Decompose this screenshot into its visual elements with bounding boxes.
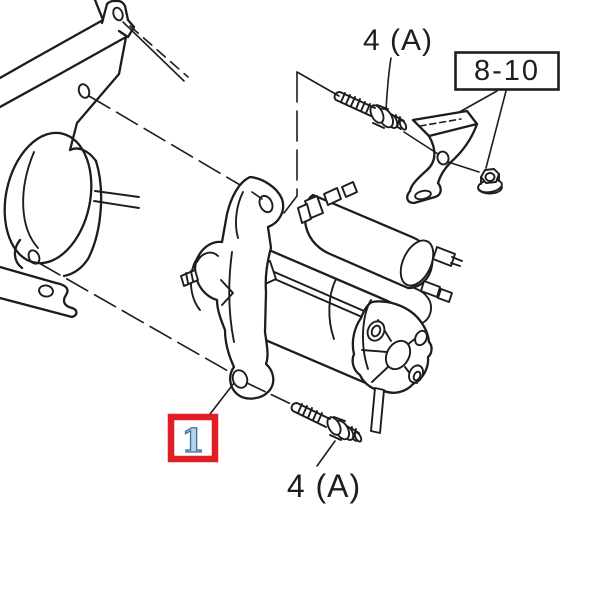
- callout-selected-part[interactable]: 1: [167, 413, 219, 463]
- bracket-foot-hole: [414, 189, 432, 201]
- leader-line-tips: [206, 191, 298, 419]
- leader-range-to-nut: [485, 90, 507, 169]
- solenoid-plunger: [297, 203, 312, 224]
- top-bolt-label: 4 (A): [363, 24, 433, 57]
- stud-bolt-top: [333, 91, 408, 131]
- centerline-bottom: [38, 262, 229, 372]
- housing-tab: [100, 0, 136, 39]
- callout-top-bolt: 4 (A): [363, 24, 433, 57]
- bolt-threads: [297, 403, 323, 423]
- bolt-flange: [326, 416, 342, 436]
- centerline-top: [88, 95, 253, 193]
- leader-lines: [38, 21, 507, 467]
- leader-bottom-bolt-label: [316, 440, 336, 467]
- bolt-threads: [340, 92, 371, 114]
- nut-hole: [484, 172, 496, 182]
- stud-bolt-bottom: [290, 402, 363, 443]
- bracket-top-face: [411, 109, 479, 138]
- housing-foot-hole: [38, 284, 54, 298]
- torque-range-box: [454, 51, 560, 91]
- bottom-bolt-label: 4 (A): [287, 468, 361, 504]
- bracket: [406, 109, 479, 205]
- flange-hole-bottom: [231, 369, 249, 389]
- flange-stud: [180, 269, 199, 287]
- end-cap-boss: [384, 339, 412, 371]
- selected-part-number[interactable]: 1: [181, 420, 205, 460]
- solenoid-terminal: [432, 246, 456, 267]
- torque-range-label: 8-10: [474, 55, 540, 87]
- flywheel-housing: [0, 0, 140, 319]
- leader-selected-part: [206, 382, 235, 419]
- drain-tube: [370, 387, 385, 434]
- callout-torque-range: 8-10: [454, 51, 560, 91]
- flange-outline: [193, 175, 285, 400]
- starter-motor-body: [228, 243, 433, 434]
- flange-hole-top: [258, 194, 274, 214]
- leader-top-bolt-label: [385, 57, 392, 111]
- bolt-flange: [369, 104, 385, 124]
- solenoid-end-cap: [399, 239, 435, 287]
- selected-part-highlight-box[interactable]: [167, 413, 219, 463]
- starter-solenoid: [297, 181, 463, 326]
- callout-bottom-bolt: 4 (A): [287, 468, 361, 504]
- flange-nut: [477, 168, 503, 195]
- bracket-hole: [436, 150, 450, 166]
- starter-mounting-flange: [180, 175, 285, 400]
- housing-bore-opening: [3, 131, 93, 265]
- housing-hole-upper: [77, 83, 91, 99]
- housing-hole-lower: [27, 249, 41, 265]
- housing-tab-hole: [112, 6, 124, 22]
